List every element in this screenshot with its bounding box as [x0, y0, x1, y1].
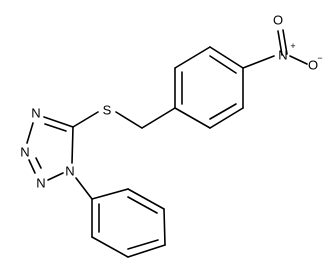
- bond-n4-n3: [26, 122, 34, 144]
- bond-ring1-inner-3: [209, 103, 237, 120]
- bond-nitro-otop: [277, 30, 283, 56]
- bond-c5-n4-double: [44, 123, 67, 132]
- phenyl-ring: [91, 188, 166, 258]
- bond-ring2-c: [163, 208, 166, 246]
- bond-ring2-d: [127, 244, 166, 258]
- atom-o-right: O: [308, 58, 318, 73]
- charge-o-right: −: [317, 53, 322, 63]
- atom-n1: N: [65, 164, 74, 179]
- bond-ch2-s: [115, 111, 143, 129]
- charge-n-nitro: +: [290, 41, 295, 51]
- bond-nitro-otop-double: [282, 29, 288, 55]
- bond-ring1-a: [209, 46, 244, 69]
- atom-o-top: O: [273, 13, 283, 28]
- bond-s-c5: [72, 111, 99, 128]
- bond-n1-phenyl: [75, 177, 93, 200]
- bond-ring2-inner-1: [127, 196, 158, 214]
- bond-n3-n2-double: [35, 157, 42, 169]
- atom-n-nitro: N: [278, 48, 287, 63]
- bond-ring1-e: [209, 107, 244, 129]
- tetrazole-ring: [26, 116, 74, 181]
- bonds: [26, 29, 308, 258]
- atom-n3: N: [20, 145, 29, 160]
- atom-n2: N: [36, 176, 45, 191]
- bond-ring2-e: [91, 236, 129, 258]
- bond-n3-n2: [28, 159, 36, 174]
- atom-labels: O N + O − S N N N N: [20, 13, 322, 191]
- bond-ring1-d: [174, 107, 211, 129]
- bond-n1-c5: [71, 126, 74, 164]
- bond-ring1-b: [174, 46, 211, 69]
- bond-ring2-b: [127, 188, 165, 210]
- bond-nitro-oright: [289, 55, 308, 65]
- bond-c5-n4: [43, 116, 74, 128]
- bond-ring-nitro: [242, 55, 275, 69]
- atom-n4: N: [31, 106, 40, 121]
- bond-n2-n1: [47, 172, 64, 181]
- bond-ring-ch2: [141, 107, 176, 129]
- bond-ring2-a: [91, 188, 129, 200]
- bond-ring2-inner-2: [127, 239, 159, 250]
- nitrophenyl-ring: [174, 46, 244, 129]
- atom-s: S: [103, 103, 112, 118]
- bond-ring1-inner-1: [209, 55, 237, 74]
